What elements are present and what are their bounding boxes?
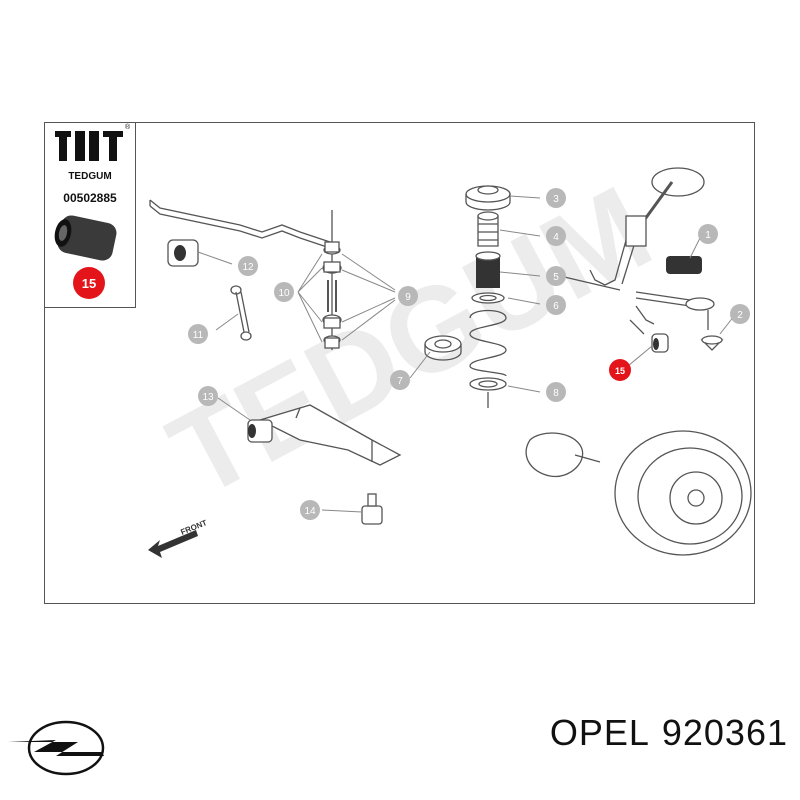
svg-text:10: 10 xyxy=(278,288,290,299)
registered-mark: ® xyxy=(125,124,131,131)
brand-part-number: 00502885 xyxy=(63,191,117,205)
front-direction-arrow: FRONT xyxy=(148,518,208,558)
control-arm-bushing-part xyxy=(247,419,273,443)
svg-text:15: 15 xyxy=(615,366,625,376)
callout-5: 5 xyxy=(546,266,566,286)
footer-part-label: OPEL 920361 xyxy=(550,712,788,754)
callout-9: 9 xyxy=(398,286,418,306)
svg-text:1: 1 xyxy=(705,230,711,241)
stabilizer-bushing-part xyxy=(167,239,199,267)
highlight-callout-badge: 15 xyxy=(73,267,105,299)
line-art xyxy=(149,167,752,556)
callout-2: 2 xyxy=(730,304,750,324)
svg-text:4: 4 xyxy=(553,232,559,243)
brand-name: TEDGUM xyxy=(68,171,112,182)
stabilizer-link-part xyxy=(230,285,252,341)
footer-part-number: 920361 xyxy=(661,712,788,753)
svg-text:11: 11 xyxy=(193,330,204,341)
svg-text:13: 13 xyxy=(202,392,214,403)
svg-text:6: 6 xyxy=(553,301,559,312)
callout-8: 8 xyxy=(546,382,566,402)
callout-13: 13 xyxy=(198,386,218,406)
footer-make: OPEL xyxy=(549,712,650,753)
callout-12: 12 xyxy=(238,256,258,276)
tedgum-bushing-15-part xyxy=(651,333,669,353)
svg-text:5: 5 xyxy=(553,272,559,283)
svg-text:15: 15 xyxy=(82,276,96,291)
callout-11: 11 xyxy=(188,324,208,344)
callouts: 3 4 5 6 7 8 9 10 11 12 13 14 1 2 15 xyxy=(188,188,750,520)
tedgum-logo-icon xyxy=(55,131,123,161)
svg-text:12: 12 xyxy=(242,262,254,273)
svg-text:3: 3 xyxy=(553,194,559,205)
svg-text:14: 14 xyxy=(304,506,316,517)
callout-3: 3 xyxy=(546,188,566,208)
svg-text:9: 9 xyxy=(405,292,411,303)
callout-6: 6 xyxy=(546,295,566,315)
svg-text:2: 2 xyxy=(737,310,743,321)
watermark-text: TEDGUM xyxy=(149,161,671,523)
svg-text:8: 8 xyxy=(553,388,559,399)
brand-panel: ® TEDGUM 00502885 15 xyxy=(44,122,136,308)
opel-logo xyxy=(8,720,105,776)
callout-4: 4 xyxy=(546,226,566,246)
callout-leaders xyxy=(197,195,735,513)
steering-boot-part xyxy=(666,256,702,274)
bushing-product-image xyxy=(54,215,117,261)
callout-10: 10 xyxy=(274,282,294,302)
svg-text:7: 7 xyxy=(397,376,403,387)
callout-1: 1 xyxy=(698,224,718,244)
callout-7: 7 xyxy=(390,370,410,390)
callout-15-highlight: 15 xyxy=(609,359,631,381)
callout-14: 14 xyxy=(300,500,320,520)
